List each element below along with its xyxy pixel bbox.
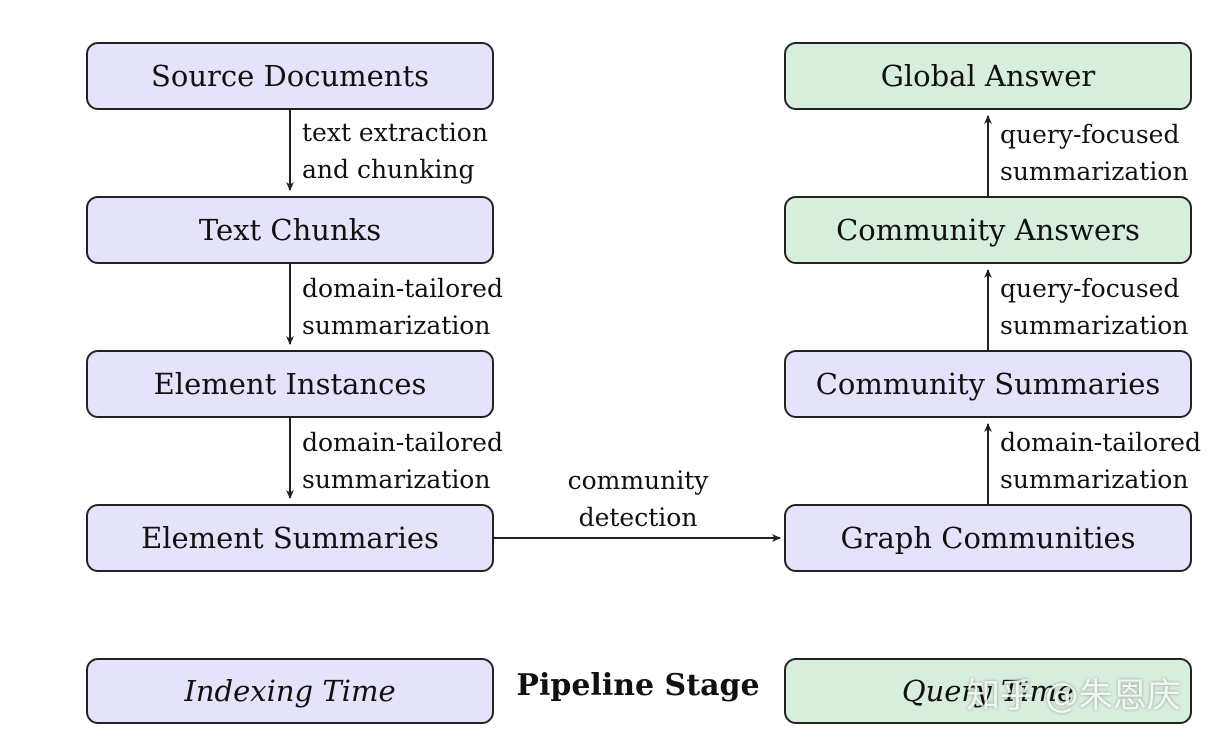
edge-label-line: domain-tailored (302, 274, 503, 303)
edge-label-line: summarization (1000, 311, 1189, 340)
edge-label-query-focused-2: query-focused summarization (1000, 270, 1188, 344)
legend-pipeline-stage: Pipeline Stage (516, 668, 760, 703)
edge-label-query-focused-1: query-focused summarization (1000, 116, 1188, 190)
edge-label-community-detection: community detection (540, 462, 736, 536)
element-instances-box: Element Instances (86, 350, 494, 418)
edge-label-domain-tailored-2: domain-tailored summarization (302, 424, 503, 498)
element-summaries-box: Element Summaries (86, 504, 494, 572)
text-chunks-box: Text Chunks (86, 196, 494, 264)
legend-indexing-time: Indexing Time (86, 658, 494, 724)
edge-label-line: community (567, 466, 709, 495)
source-documents-box: Source Documents (86, 42, 494, 110)
edge-label-line: detection (578, 503, 698, 532)
edge-label-line: domain-tailored (302, 428, 503, 457)
edge-label-line: domain-tailored (1000, 428, 1201, 457)
edge-label-line: summarization (1000, 157, 1189, 186)
edge-label-domain-tailored-1: domain-tailored summarization (302, 270, 503, 344)
edge-label-domain-tailored-3: domain-tailored summarization (1000, 424, 1201, 498)
graph-communities-box: Graph Communities (784, 504, 1192, 572)
legend-query-time: Query Time (784, 658, 1192, 724)
edge-label-text-extraction: text extraction and chunking (302, 114, 488, 188)
community-answers-box: Community Answers (784, 196, 1192, 264)
edge-label-line: query-focused (1000, 120, 1180, 149)
edge-label-line: summarization (302, 311, 491, 340)
edge-label-line: text extraction (302, 118, 488, 147)
global-answer-box: Global Answer (784, 42, 1192, 110)
watermark-text: 知乎 @朱恩庆 (966, 676, 1181, 716)
edge-label-line: summarization (1000, 465, 1189, 494)
edge-label-line: and chunking (302, 155, 475, 184)
community-summaries-box: Community Summaries (784, 350, 1192, 418)
edge-label-line: query-focused (1000, 274, 1180, 303)
edge-label-line: summarization (302, 465, 491, 494)
